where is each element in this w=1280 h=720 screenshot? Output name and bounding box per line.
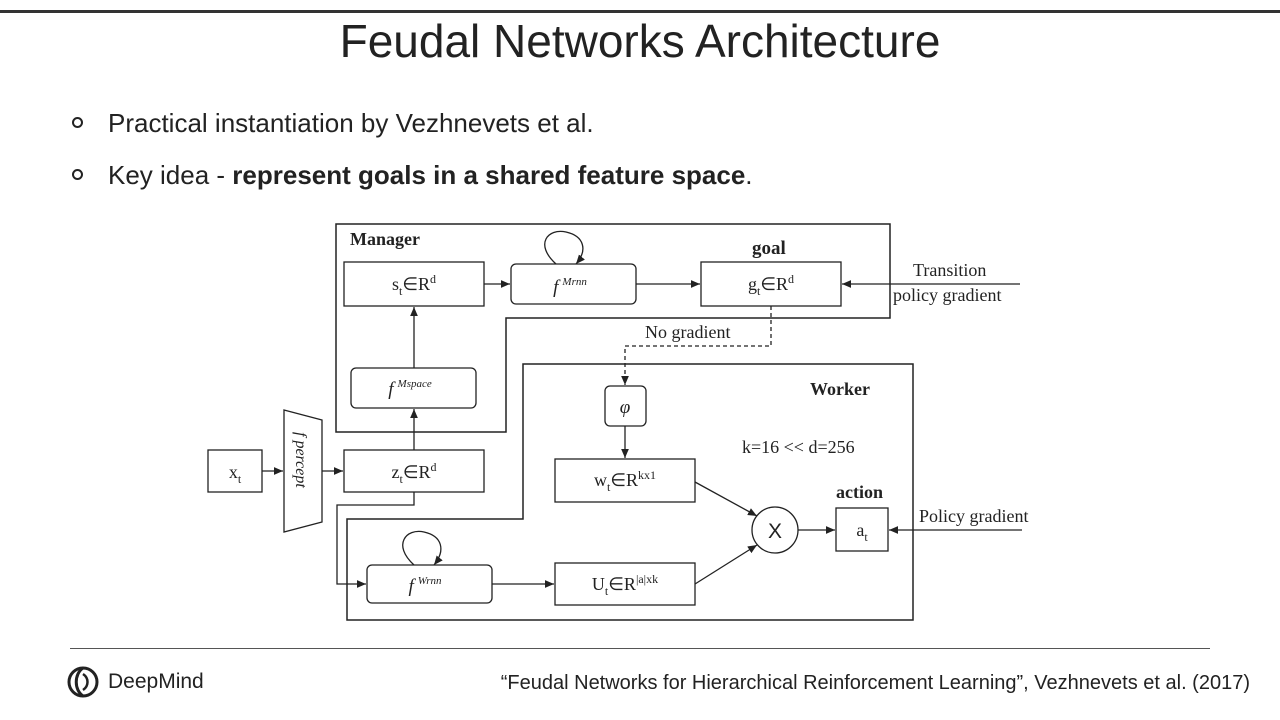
z-t-label: zt∈Rd <box>391 460 436 486</box>
bullet-text: Key idea - represent goals in a shared f… <box>108 152 753 198</box>
f-percept-node <box>283 409 323 533</box>
s-t-label: st∈Rd <box>392 272 436 298</box>
f-mrnn-recurrence-loop <box>544 230 585 265</box>
no-gradient-label: No gradient <box>645 322 730 342</box>
w-t-node <box>554 458 696 503</box>
deepmind-logo: DeepMind <box>66 664 204 700</box>
bullet-text: Practical instantiation by Vezhnevets et… <box>108 108 594 138</box>
edge-w-to-mult <box>694 481 758 517</box>
k-d-note: k=16 << d=256 <box>742 437 855 457</box>
bullet-bold: represent goals in a shared feature spac… <box>232 160 746 190</box>
a-t-node <box>835 507 889 552</box>
policy-gradient-label: Policy gradient <box>919 506 1028 526</box>
edge-z-to-wrnn <box>336 492 415 588</box>
manager-label: Manager <box>350 229 420 249</box>
worker-label: Worker <box>810 379 870 399</box>
goal-label: goal <box>752 238 786 259</box>
citation: “Feudal Networks for Hierarchical Reinfo… <box>500 672 1250 694</box>
edge-u-to-mult <box>694 544 758 585</box>
g-t-label: gt∈Rd <box>748 272 794 298</box>
worker-panel <box>346 363 914 621</box>
f-wrnn-recurrence-loop <box>402 530 443 566</box>
manager-panel <box>335 223 891 433</box>
bullet-icon <box>72 169 83 180</box>
bullet-suffix: . <box>745 160 753 190</box>
u-t-label: Ut∈R|a|xk <box>592 572 658 598</box>
transition-policy-gradient-label: policy gradient <box>893 285 1001 305</box>
top-rule <box>0 10 1280 13</box>
w-t-label: wt∈Rkx1 <box>594 468 656 494</box>
edge-g-to-phi-no-gradient <box>621 306 772 385</box>
footer-rule <box>70 648 1210 649</box>
bullet-icon <box>72 117 83 128</box>
deepmind-logo-icon <box>67 666 99 698</box>
logo-text: DeepMind <box>108 670 204 693</box>
multiply-label: X <box>768 520 782 543</box>
x-t-label: xt <box>229 462 242 486</box>
a-t-label: at <box>856 520 868 544</box>
transition-label: Transition <box>913 260 986 280</box>
phi-label: φ <box>620 397 631 418</box>
slide-title: Feudal Networks Architecture <box>339 15 941 67</box>
action-label: action <box>836 482 883 502</box>
f-percept-label: f percept <box>292 432 309 488</box>
bullet-prefix: Key idea - <box>108 160 233 190</box>
